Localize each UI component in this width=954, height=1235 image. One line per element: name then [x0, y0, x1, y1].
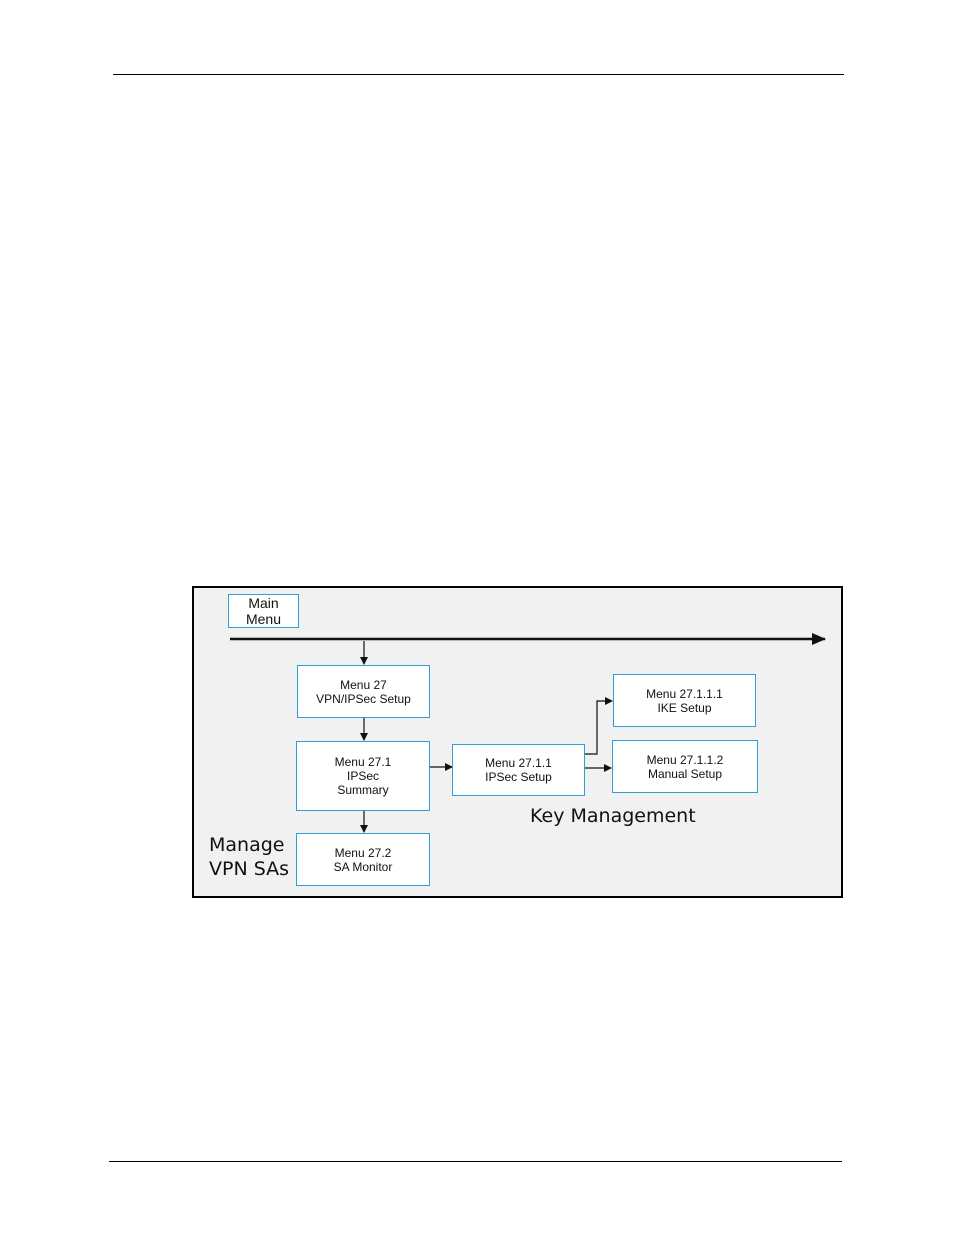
node-menu-27-1-1-1-label: Menu 27.1.1.1 IKE Setup: [646, 687, 723, 715]
node-main-menu: Main Menu: [228, 594, 299, 628]
node-menu-27-1-1: Menu 27.1.1 IPSec Setup: [452, 744, 585, 796]
node-menu-27-2: Menu 27.2 SA Monitor: [296, 833, 430, 886]
group-label-key-management: Key Management: [530, 804, 696, 828]
node-menu-27-2-label: Menu 27.2 SA Monitor: [334, 846, 393, 874]
node-menu-27-1-label: Menu 27.1 IPSec Summary: [335, 755, 392, 797]
footer-rule: [109, 1161, 842, 1162]
menu-tree-figure: Main Menu Menu 27 VPN/IPSec Setup Menu 2…: [192, 586, 843, 898]
node-menu-27: Menu 27 VPN/IPSec Setup: [297, 665, 430, 718]
node-menu-27-1-1-2: Menu 27.1.1.2 Manual Setup: [612, 740, 758, 793]
node-menu-27-1-1-2-label: Menu 27.1.1.2 Manual Setup: [647, 753, 724, 781]
header-rule: [113, 74, 844, 75]
group-label-manage-vpn-sas: Manage VPN SAs: [209, 833, 289, 881]
node-main-menu-label: Main Menu: [246, 595, 281, 627]
node-menu-27-label: Menu 27 VPN/IPSec Setup: [316, 678, 411, 706]
node-menu-27-1-1-1: Menu 27.1.1.1 IKE Setup: [613, 674, 756, 727]
node-menu-27-1: Menu 27.1 IPSec Summary: [296, 741, 430, 811]
node-menu-27-1-1-label: Menu 27.1.1 IPSec Setup: [485, 756, 552, 784]
edge-27-1-1-to-ike: [585, 701, 612, 754]
